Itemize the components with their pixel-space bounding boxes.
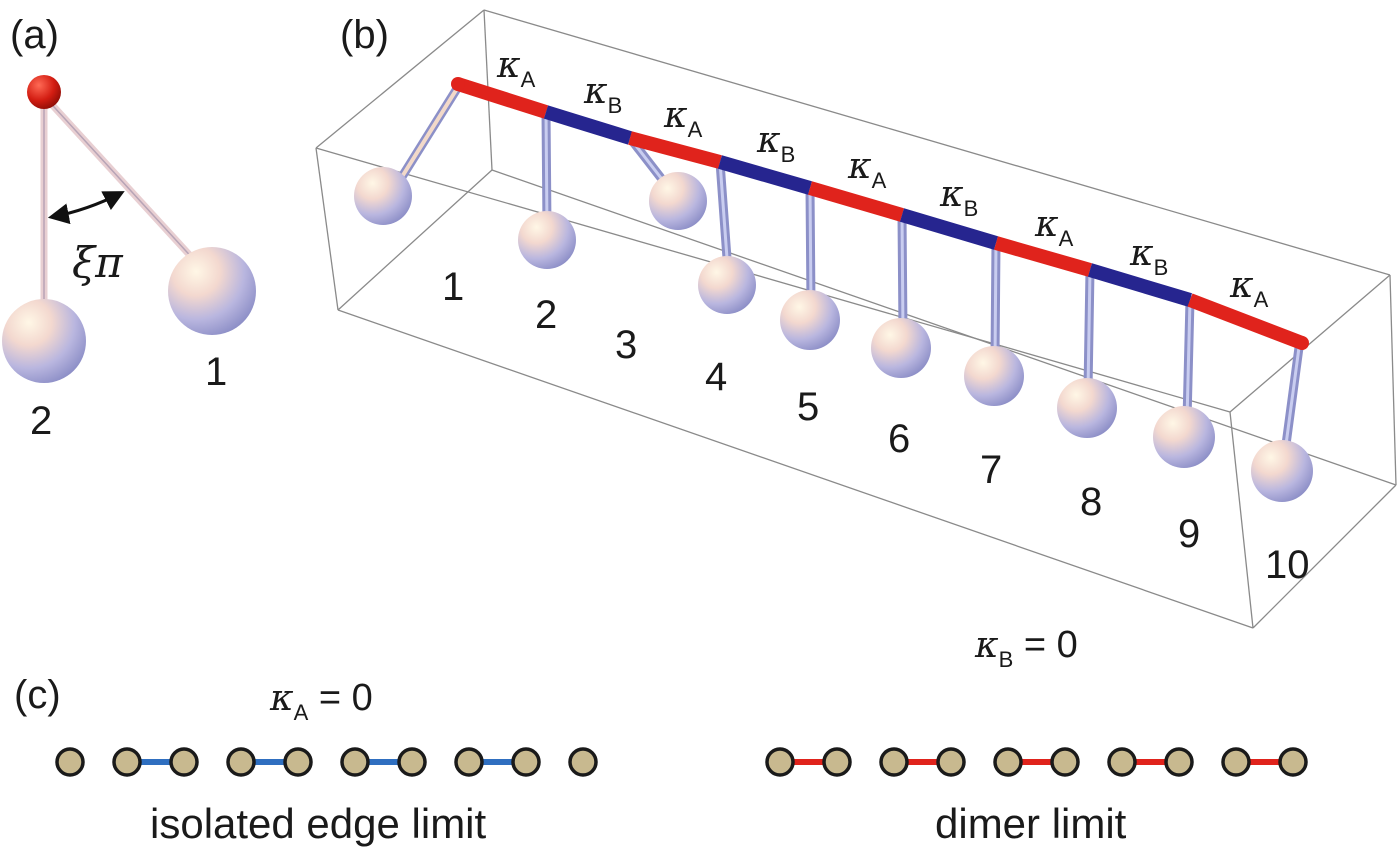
coupling-label-2: κB bbox=[583, 71, 622, 118]
right-caption: dimer limit bbox=[935, 800, 1127, 847]
panel-a-site-label-2: 2 bbox=[30, 399, 52, 443]
left-site-chain bbox=[55, 747, 598, 777]
left-site-9 bbox=[511, 747, 541, 777]
left-site-5 bbox=[283, 747, 313, 777]
site-ball-9 bbox=[1153, 406, 1215, 468]
bond-segment-6-kappa-B bbox=[900, 208, 998, 250]
site-number-1: 1 bbox=[442, 265, 464, 309]
chain-end-left bbox=[451, 77, 465, 91]
coupling-label-1: κA bbox=[496, 45, 536, 92]
site-number-9: 9 bbox=[1178, 512, 1200, 556]
left-site-1 bbox=[55, 747, 85, 777]
bond-segment-1-kappa-A bbox=[455, 77, 549, 119]
right-site-3 bbox=[879, 747, 909, 777]
right-condition: κB = 0 bbox=[974, 624, 1078, 672]
chain-end-right bbox=[1295, 336, 1309, 350]
left-site-3 bbox=[169, 747, 199, 777]
site-number-8: 8 bbox=[1080, 480, 1102, 524]
right-site-4 bbox=[936, 747, 966, 777]
site-ball-10 bbox=[1251, 440, 1313, 502]
coupling-label-7: κA bbox=[1034, 204, 1074, 251]
left-site-6 bbox=[340, 747, 370, 777]
right-site-chain bbox=[765, 747, 1308, 777]
panel-a-site-1 bbox=[168, 247, 256, 335]
angle-arrow-icon bbox=[47, 191, 125, 225]
site-number-7: 7 bbox=[980, 448, 1002, 492]
site-number-6: 6 bbox=[888, 417, 910, 461]
bond-segment-4-kappa-B bbox=[718, 155, 812, 195]
site-ball-8 bbox=[1057, 378, 1117, 438]
left-condition: κA = 0 bbox=[269, 677, 373, 725]
site-ball-3 bbox=[649, 172, 707, 230]
right-site-5 bbox=[993, 747, 1023, 777]
coupling-label-6: κB bbox=[939, 174, 978, 221]
right-site-7 bbox=[1107, 747, 1137, 777]
bounding-box bbox=[315, 9, 1397, 629]
coupling-label-4: κB bbox=[756, 120, 795, 167]
left-site-7 bbox=[397, 747, 427, 777]
bond-segment-5-kappa-A bbox=[808, 181, 904, 222]
site-number-10: 10 bbox=[1265, 543, 1310, 587]
panel-c-label: (c) bbox=[14, 673, 61, 717]
panel-a-label: (a) bbox=[10, 13, 59, 57]
right-site-8 bbox=[1164, 747, 1194, 777]
left-site-10 bbox=[568, 747, 598, 777]
panel-c: (c) κA = 0 isolated edge limit κB = 0 di… bbox=[14, 624, 1308, 847]
right-site-10 bbox=[1278, 747, 1308, 777]
panel-a-site-2 bbox=[2, 299, 86, 383]
panel-a: (a) ξπ 2 1 bbox=[2, 13, 256, 443]
site-ball-5 bbox=[780, 290, 840, 350]
panel-a-site-label-1: 1 bbox=[205, 350, 227, 394]
isolated-edge-limit: κA = 0 isolated edge limit bbox=[55, 677, 598, 847]
rods bbox=[390, 82, 1305, 457]
left-caption: isolated edge limit bbox=[150, 800, 487, 847]
coupling-label-5: κA bbox=[847, 146, 887, 193]
site-numbers: 1 2 3 4 5 6 7 8 9 10 bbox=[442, 265, 1310, 587]
coupling-label-9: κA bbox=[1229, 265, 1269, 312]
left-site-4 bbox=[226, 747, 256, 777]
right-site-9 bbox=[1221, 747, 1251, 777]
bond-segment-3-kappa-A bbox=[628, 131, 722, 169]
dimer-limit: κB = 0 dimer limit bbox=[765, 624, 1308, 847]
site-ball-1 bbox=[354, 167, 412, 225]
right-site-6 bbox=[1050, 747, 1080, 777]
site-ball-6 bbox=[871, 318, 931, 378]
site-number-3: 3 bbox=[615, 323, 637, 367]
bond-segment-8-kappa-B bbox=[1087, 263, 1193, 307]
bond-segment-7-kappa-A bbox=[994, 236, 1092, 277]
left-site-2 bbox=[112, 747, 142, 777]
site-number-5: 5 bbox=[797, 385, 819, 429]
site-number-4: 4 bbox=[705, 355, 727, 399]
angle-label: ξπ bbox=[72, 238, 124, 287]
left-site-8 bbox=[454, 747, 484, 777]
panel-b-label: (b) bbox=[340, 13, 389, 57]
coupling-labels: κA κB κA κB κA κB κA κB κA bbox=[496, 45, 1269, 312]
site-number-2: 2 bbox=[535, 293, 557, 337]
panel-a-pivot bbox=[27, 75, 61, 109]
site-ball-7 bbox=[964, 346, 1024, 406]
panel-b: (b) bbox=[315, 9, 1397, 629]
sites bbox=[354, 167, 1313, 502]
coupling-chain bbox=[451, 77, 1309, 350]
coupling-label-8: κB bbox=[1129, 233, 1168, 280]
right-site-2 bbox=[822, 747, 852, 777]
coupling-label-3: κA bbox=[663, 95, 703, 142]
site-ball-2 bbox=[518, 211, 576, 269]
right-site-1 bbox=[765, 747, 795, 777]
bond-segment-9-kappa-A bbox=[1187, 293, 1305, 350]
site-ball-4 bbox=[698, 256, 756, 314]
bond-segment-2-kappa-B bbox=[543, 105, 633, 145]
